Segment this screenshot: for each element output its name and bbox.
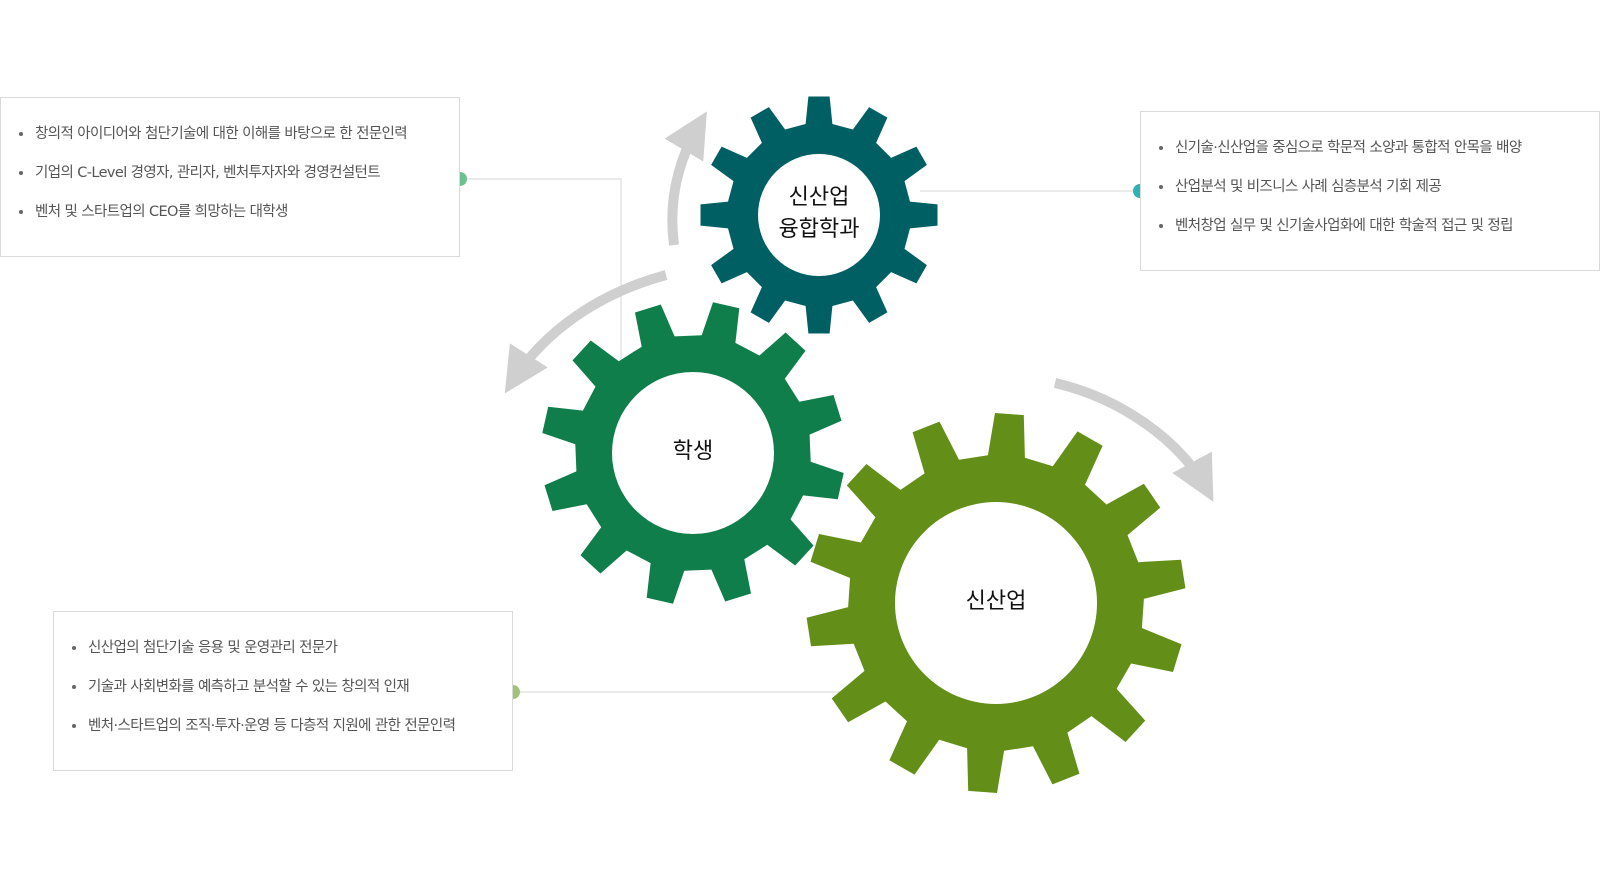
list-item: 창의적 아이디어와 첨단기술에 대한 이해를 바탕으로 한 전문인력 <box>1 115 459 154</box>
rotation-arrow-up-icon <box>664 111 707 246</box>
info-box-industry: 신산업의 첨단기술 응용 및 운영관리 전문가 기술과 사회변화를 예측하고 분… <box>53 611 513 771</box>
gear-student-icon <box>542 302 844 604</box>
gear-label-academic: 신산업 융합학과 <box>779 182 860 246</box>
rotation-arrow-right-icon <box>1053 378 1214 502</box>
list-item: 산업분석 및 비즈니스 사례 심층분석 기회 제공 <box>1141 168 1599 207</box>
gear-label-student: 학생 <box>672 439 714 464</box>
info-box-student: 창의적 아이디어와 첨단기술에 대한 이해를 바탕으로 한 전문인력 기업의 C… <box>0 97 460 257</box>
list-item: 벤처·스타트업의 조직·투자·운영 등 다층적 지원에 관한 전문인력 <box>54 707 512 746</box>
info-box-academic: 신기술·신산업을 중심으로 학문적 소양과 통합적 안목을 배양 산업분석 및 … <box>1140 111 1600 271</box>
list-item: 벤처창업 실무 및 신기술사업화에 대한 학술적 접근 및 정립 <box>1141 207 1599 246</box>
gear-label-academic-line2: 융합학과 <box>778 217 860 242</box>
list-item: 기업의 C-Level 경영자, 관리자, 벤처투자자와 경영컨설턴트 <box>1 154 459 193</box>
gear-industry-icon <box>806 413 1186 793</box>
info-list-industry: 신산업의 첨단기술 응용 및 운영관리 전문가 기술과 사회변화를 예측하고 분… <box>54 629 512 746</box>
list-item: 신산업의 첨단기술 응용 및 운영관리 전문가 <box>54 629 512 668</box>
gear-label-industry: 신산업 <box>965 589 1027 614</box>
gear-academic-icon <box>700 96 938 334</box>
list-item: 벤처 및 스타트업의 CEO를 희망하는 대학생 <box>1 193 459 232</box>
gear-label-academic-line1: 신산업 <box>788 185 850 210</box>
list-item: 기술과 사회변화를 예측하고 분석할 수 있는 창의적 인재 <box>54 668 512 707</box>
list-item: 신기술·신산업을 중심으로 학문적 소양과 통합적 안목을 배양 <box>1141 129 1599 168</box>
connector-line-student <box>460 178 622 365</box>
rotation-arrow-left-icon <box>504 270 668 394</box>
info-list-student: 창의적 아이디어와 첨단기술에 대한 이해를 바탕으로 한 전문인력 기업의 C… <box>1 115 459 232</box>
info-list-academic: 신기술·신산업을 중심으로 학문적 소양과 통합적 안목을 배양 산업분석 및 … <box>1141 129 1599 246</box>
